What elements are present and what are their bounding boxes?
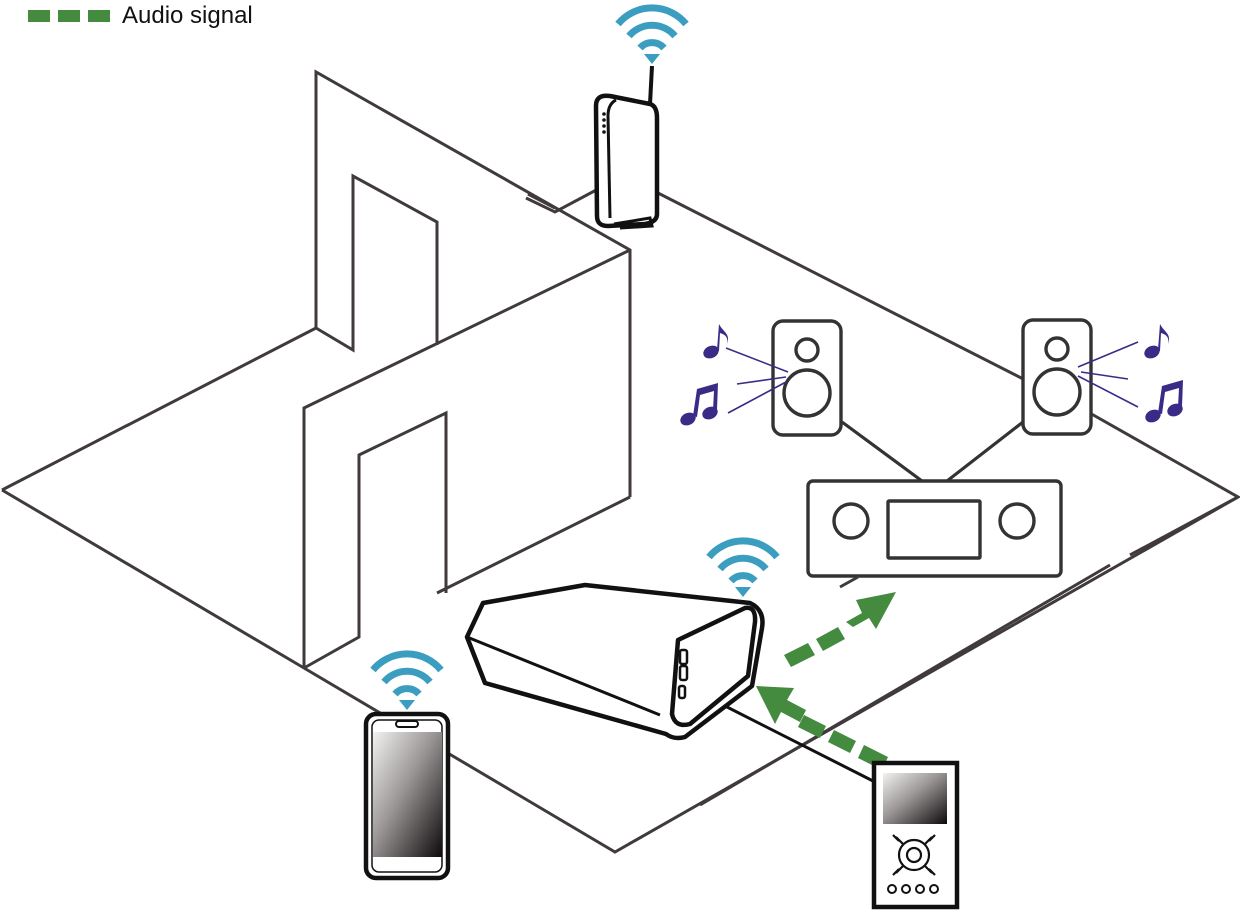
legend-dash-swatch (28, 10, 50, 22)
music-note-icon (701, 324, 729, 361)
smartphone[interactable] (363, 654, 451, 881)
player-buttons (887, 884, 939, 894)
wifi-signal-icon (618, 8, 686, 64)
antenna (648, 65, 654, 105)
music-note-icon (1142, 324, 1170, 361)
wifi-router-icon (593, 93, 660, 229)
phone-screen (373, 732, 442, 857)
legend-dash-swatch (88, 10, 110, 22)
wireless-speaker[interactable] (464, 541, 777, 741)
wifi-signal-icon (373, 654, 441, 710)
legend-label: Audio signal (122, 2, 253, 29)
dpad-icon (892, 834, 936, 876)
audio-signal-arrow-to-speaker (756, 686, 888, 770)
audio-signal-arrow-to-receiver (784, 592, 896, 667)
wifi-signal-icon (709, 541, 777, 597)
wifi-router[interactable] (593, 8, 686, 230)
speaker-left[interactable] (678, 319, 843, 437)
player-screen (883, 773, 947, 824)
music-notes-icon (678, 383, 720, 428)
av-receiver[interactable] (806, 479, 1063, 578)
speaker-right[interactable] (1021, 318, 1185, 436)
legend-dash-swatch (58, 10, 80, 22)
portable-audio-player[interactable] (871, 760, 960, 910)
room-floorplan (1, 69, 1240, 854)
audio-cable (724, 704, 876, 784)
legend: Audio signal (28, 0, 253, 32)
music-notes-icon (1143, 380, 1185, 425)
